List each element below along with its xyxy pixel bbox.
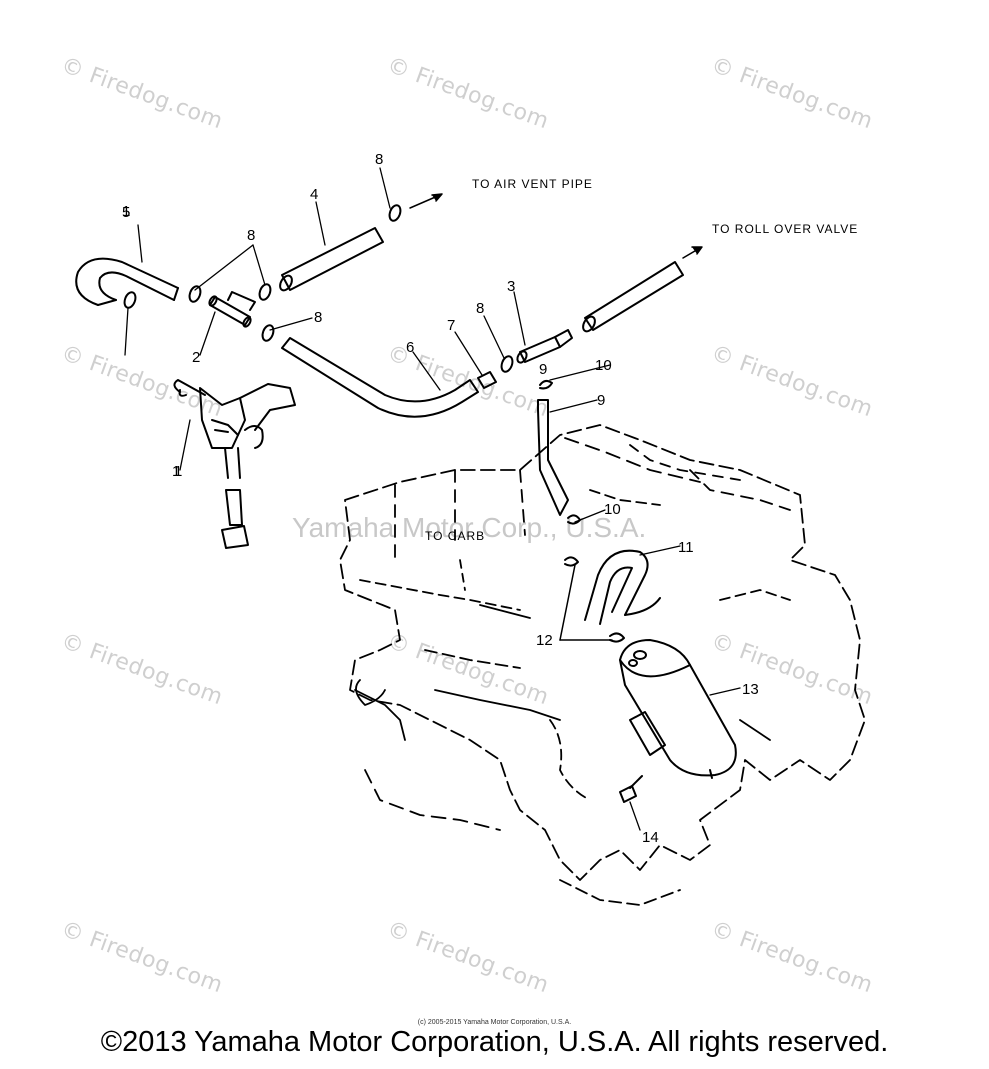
note-to-carb: TO CARB [425,529,485,543]
clip-part-8 [123,291,137,309]
callout-9: 9 [539,361,547,378]
callout-6: 6 [406,339,414,356]
callout-leaders [124,167,741,831]
clip-part-8 [188,204,514,373]
canister-part-13 [619,639,737,779]
callout-8: 8 [247,227,255,244]
callout-12: 12 [536,632,553,649]
callout-5: 1 [122,203,130,220]
joint-part-2 [208,291,256,328]
hose-part-5 [75,257,179,306]
callout-1: 1 [172,463,180,480]
hose-to-roll-over [582,261,684,333]
callout-numbers: 1 1 [122,203,180,480]
fitting-part-3 [516,329,573,364]
valve-part-1 [173,379,296,479]
hose-part-11 [584,549,661,625]
callout-7: 7 [447,317,455,334]
bolt-part-14 [619,775,643,803]
callout-3: 3 [507,278,515,295]
hose-part-6 [281,337,479,418]
callout-10: 10 [595,357,612,374]
callout-13: 13 [742,681,759,698]
note-roll-over-valve: TO ROLL OVER VALVE [712,222,858,236]
copyright-small: (c) 2005-2015 Yamaha Motor Corporation, … [417,1019,572,1026]
callout-2: 2 [192,349,200,366]
hose-part-4 [279,227,384,292]
callout-1: 1 [174,463,182,480]
callout-leaders-12 [559,564,613,641]
callout-8: 8 [375,151,383,168]
callout-8: 8 [314,309,322,326]
callout-8: 8 [476,300,484,317]
hose-part-9 [537,399,569,516]
direction-arrows [409,193,703,259]
callout-4: 4 [310,186,318,203]
copyright-notice: ©2013 Yamaha Motor Corporation, U.S.A. A… [100,1026,889,1058]
callout-5: 5 [122,204,130,221]
engine-outline [339,424,866,906]
callout-9: 9 [597,392,605,409]
callout-11: 11 [678,539,694,556]
callout-14: 14 [642,829,659,846]
lower-connector [221,489,249,549]
callout-10: 10 [604,501,621,518]
fitting-part-7 [477,371,497,389]
note-air-vent-pipe: TO AIR VENT PIPE [472,177,593,191]
